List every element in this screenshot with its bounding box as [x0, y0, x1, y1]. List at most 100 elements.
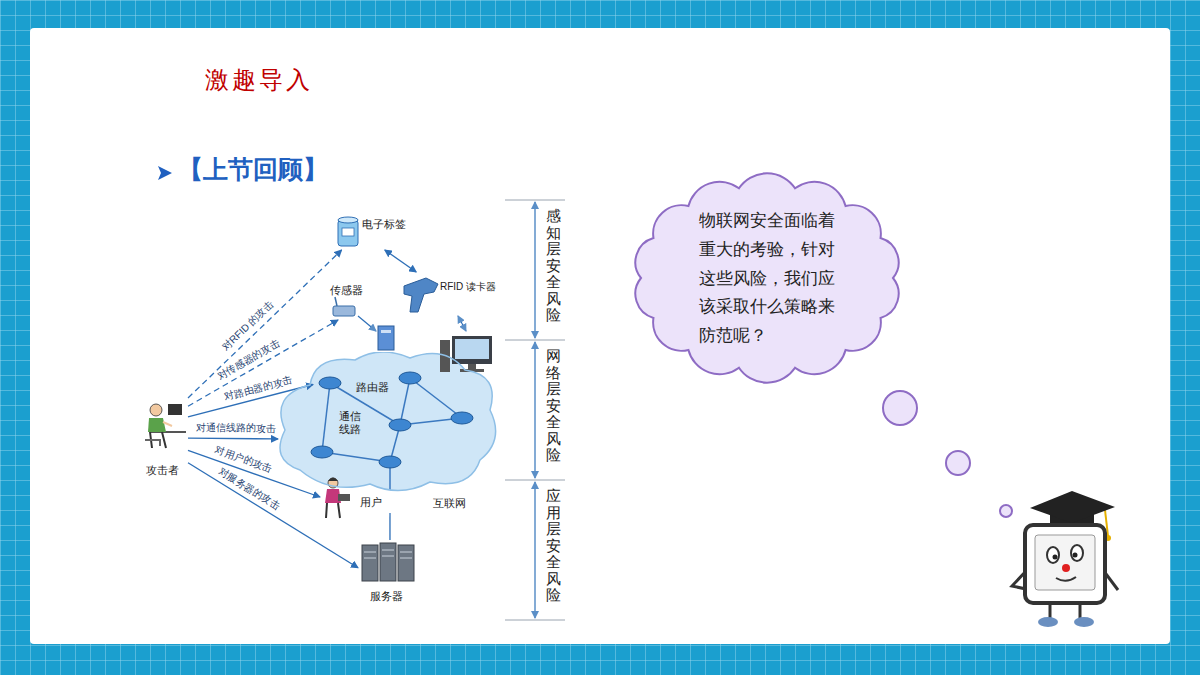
edge-label: 对服务器的攻击: [215, 464, 282, 513]
thought-dots: [946, 451, 970, 475]
sensor-icon: [333, 297, 355, 316]
reader-node: RFID 读卡器: [400, 272, 508, 316]
attack-arrow: [188, 438, 278, 440]
sensor-link: [358, 316, 376, 331]
attacker-icon: [168, 404, 182, 415]
slide-frame: [30, 28, 1170, 644]
server-rack-icon: [398, 545, 414, 581]
router-icon: [399, 372, 421, 384]
layer-bracket: [505, 200, 565, 201]
link-label-holder: 通信线路: [339, 410, 361, 436]
computer-icon: [455, 339, 489, 359]
node-caption: 互联网: [433, 496, 466, 511]
cloud-outline: [280, 352, 496, 491]
thought-dots: [883, 391, 1012, 517]
attacker-icon: [145, 404, 186, 448]
server-box-icon: [378, 326, 394, 350]
internet-cloud-fill: [280, 352, 496, 491]
computer-icon: [468, 364, 476, 369]
electronic-tag-icon: [338, 217, 358, 223]
cloud-outline: [278, 352, 502, 510]
node-caption: RFID 读卡器: [440, 280, 496, 294]
mascot: [1073, 553, 1078, 558]
slide-title-holder: 激趣导入: [205, 64, 313, 96]
mascot: [1049, 603, 1052, 618]
router-icon: [379, 456, 401, 468]
layer-bracket: [505, 200, 565, 620]
attack-arrow: [188, 463, 358, 568]
electronic-tag-icon: [338, 217, 358, 246]
layer-label-holder: 网络层安全风险: [546, 348, 561, 464]
attacker-icon: [163, 422, 172, 426]
mascot: [1056, 577, 1076, 581]
layer-label: 应用层安全风险: [546, 488, 561, 604]
attacker-node: 攻击者: [140, 398, 188, 480]
mascot: [1071, 545, 1083, 561]
router-icon: [389, 419, 411, 431]
bubble-outline: [635, 173, 898, 382]
router-icon: [319, 377, 341, 389]
attacker-icon: [145, 440, 160, 446]
mascot: [1074, 617, 1094, 627]
bubble-text: 物联网安全面临着重大的考验，针对这些风险，我们应该采取什么策略来防范呢？: [699, 206, 835, 350]
link-label: 通信线路: [339, 410, 361, 436]
layer-bracket: [505, 340, 565, 341]
node-caption: 攻击者: [146, 463, 179, 478]
sensor-node: 传感器: [328, 280, 378, 320]
user-icon: [326, 503, 340, 518]
user-icon: [328, 478, 338, 482]
edge-label: 对路由器的攻击: [222, 373, 293, 404]
layer-bracket: [534, 482, 536, 618]
attacker-icon: [148, 418, 166, 432]
node-caption: 电子标签: [362, 217, 406, 232]
attack-arrow: [188, 320, 338, 406]
layer-bracket: [505, 200, 565, 620]
user-icon: [338, 494, 350, 501]
layer-bracket: [534, 202, 536, 338]
layer-label-holder: 感知层安全风险: [546, 208, 561, 324]
network-links: [322, 383, 330, 452]
layer-label: 感知层安全风险: [546, 208, 561, 324]
section-heading: 【上节回顾】: [178, 153, 328, 186]
server-rack-icon: [362, 543, 414, 581]
mascot: [1062, 564, 1070, 572]
node-caption: 用户: [360, 495, 382, 510]
layer-bracket: [505, 480, 565, 481]
bullet-arrow: [158, 166, 172, 180]
server-box-icon: [378, 326, 394, 350]
router-icon: [451, 412, 473, 424]
slide-title: 激趣导入: [205, 64, 313, 96]
attack-arrow: [188, 250, 342, 398]
server-node: 服务器: [358, 540, 418, 606]
mascot: [1030, 491, 1115, 523]
node-caption: 路由器: [356, 380, 389, 395]
user-node: 用户: [320, 472, 385, 522]
link-line: [389, 513, 390, 540]
network-links: [322, 378, 462, 490]
thought-dots: [883, 391, 917, 425]
mascot: [1038, 617, 1058, 627]
sensor-icon: [333, 306, 355, 316]
server-rack-icon: [380, 543, 396, 581]
mascot: [1047, 547, 1059, 563]
router-icon: [311, 372, 473, 468]
connectors: [188, 250, 416, 568]
node-caption: 传感器: [330, 283, 363, 298]
mascot: [1012, 491, 1118, 627]
layer-label-holder: 应用层安全风险: [546, 488, 561, 604]
edge-label-holder: 对路由器的攻击: [222, 373, 293, 404]
reader-link: [458, 316, 466, 331]
user-icon: [325, 478, 350, 519]
electronic-tag-icon: [338, 220, 358, 246]
edge-label-holder: 对服务器的攻击: [215, 464, 282, 513]
mascot: [1053, 555, 1058, 560]
network-links: [410, 378, 462, 418]
section-heading-holder: 【上节回顾】: [178, 153, 328, 186]
node-caption: 服务器: [370, 589, 403, 604]
layer-label: 网络层安全风险: [546, 348, 561, 464]
